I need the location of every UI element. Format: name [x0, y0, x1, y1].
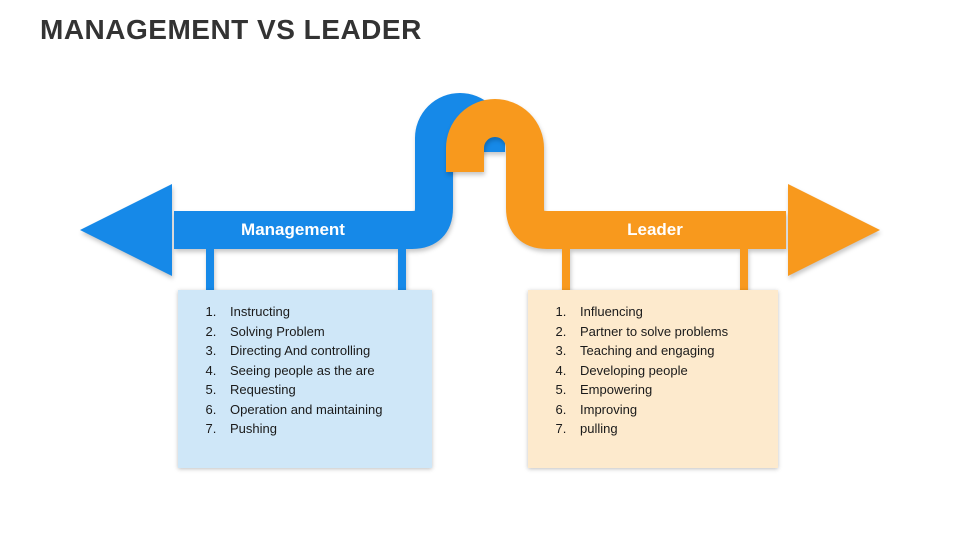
list-item: Directing And controlling [220, 344, 422, 358]
list-item: Influencing [570, 305, 768, 319]
list-item: Solving Problem [220, 324, 422, 339]
list-item: Partner to solve problems [570, 324, 768, 339]
leader-connector-left [562, 248, 570, 292]
list-item: Seeing people as the are [220, 364, 422, 378]
management-arrow-shaft [174, 93, 505, 249]
list-item: Developing people [570, 364, 768, 378]
management-connector-right [398, 248, 406, 292]
slide-title: MANAGEMENT VS LEADER [40, 14, 422, 45]
management-arrowhead [80, 184, 172, 276]
list-item: Instructing [220, 305, 422, 319]
list-item: Pushing [220, 422, 422, 436]
leader-list: InfluencingPartner to solve problemsTeac… [528, 290, 778, 436]
list-item: Teaching and engaging [570, 344, 768, 358]
list-item: Empowering [570, 383, 768, 397]
list-item: Requesting [220, 383, 422, 397]
list-item: pulling [570, 422, 768, 436]
list-item: Improving [570, 403, 768, 417]
management-arrow-label: Management [241, 220, 345, 239]
list-item: Operation and maintaining [220, 403, 422, 417]
management-panel: InstructingSolving ProblemDirecting And … [178, 290, 432, 468]
leader-arrowhead [788, 184, 880, 276]
leader-panel: InfluencingPartner to solve problemsTeac… [528, 290, 778, 468]
management-arrow [80, 93, 505, 292]
leader-arrow-shaft [446, 99, 786, 249]
management-connector-left [206, 248, 214, 292]
leader-arrow-label: Leader [627, 220, 683, 239]
leader-arrow [446, 99, 880, 292]
leader-connector-right [740, 248, 748, 292]
management-list: InstructingSolving ProblemDirecting And … [178, 290, 432, 436]
